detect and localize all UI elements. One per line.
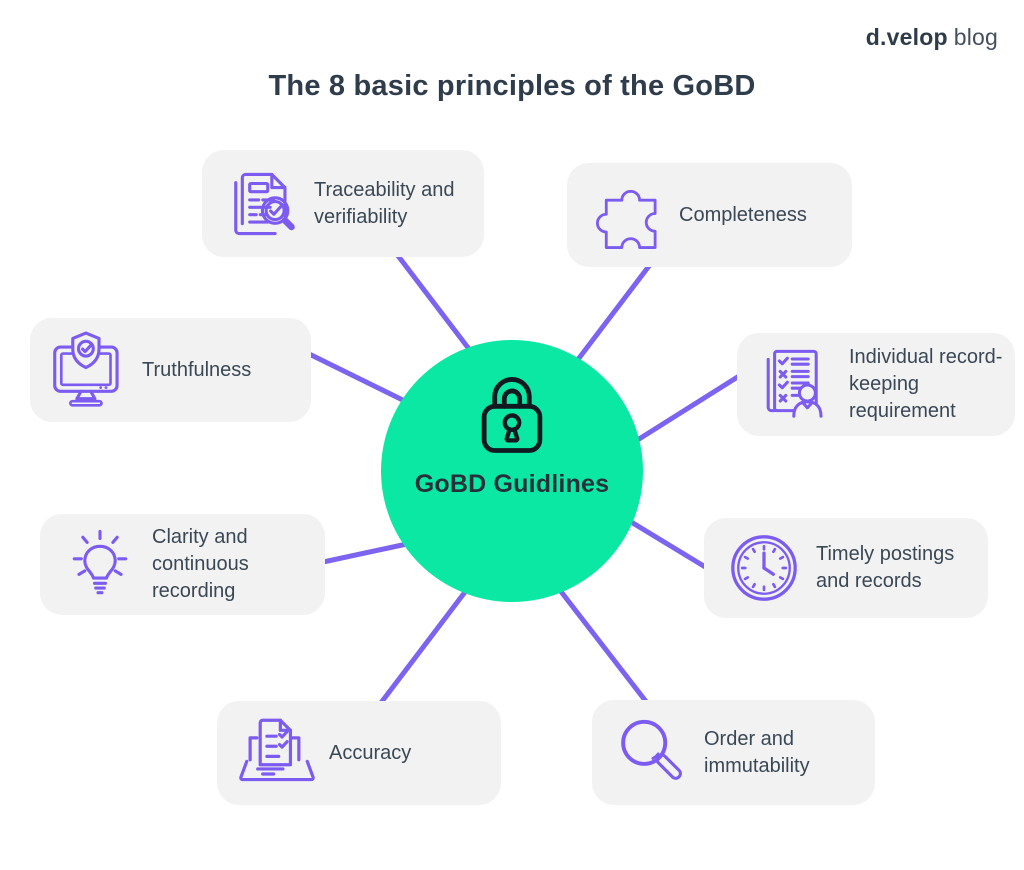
principle-label: Timely postings and records <box>816 543 955 592</box>
monitor-shield-check-icon <box>53 331 119 407</box>
connector-line-individual <box>617 363 758 454</box>
lightbulb-icon <box>72 529 128 594</box>
principle-card-individual-record-keeping: Individual record-keeping requirement <box>737 333 1015 436</box>
principle-card-order: Order and immutability <box>592 700 875 805</box>
principle-label: Traceability and verifiability <box>314 178 455 228</box>
puzzle-piece-icon <box>596 189 657 249</box>
page-title: The 8 basic principles of the GoBD <box>268 70 756 102</box>
magnifier-icon <box>621 719 682 780</box>
center-node-gobd: GoBD Guidlines <box>381 340 643 602</box>
document-magnifier-check-icon <box>234 172 295 235</box>
laptop-checklist-icon <box>239 718 315 782</box>
principle-card-completeness: Completeness <box>567 163 852 267</box>
principle-label: Clarity and continuous recording <box>152 526 249 602</box>
logo-blog-text: blog <box>953 24 998 50</box>
principle-card-timely: Timely postings and records <box>704 518 988 618</box>
clock-icon <box>731 535 797 601</box>
logo-brand-text: d.velop <box>865 24 948 50</box>
principle-label: Accuracy <box>329 741 412 764</box>
principle-card-traceability: Traceability and verifiability <box>202 150 484 257</box>
principle-label: Completeness <box>679 203 807 226</box>
principle-card-truthfulness: Truthfulness <box>30 318 311 422</box>
principle-label: Order and immutability <box>704 727 810 777</box>
principle-label: Individual record-keeping requirement <box>849 346 1003 422</box>
checklist-person-icon <box>766 349 823 418</box>
principle-label: Truthfulness <box>142 358 252 381</box>
center-node-label: GoBD Guidlines <box>414 470 610 498</box>
principle-card-clarity: Clarity and continuous recording <box>40 514 325 615</box>
principle-card-accuracy: Accuracy <box>217 701 501 805</box>
lock-icon <box>481 377 543 453</box>
